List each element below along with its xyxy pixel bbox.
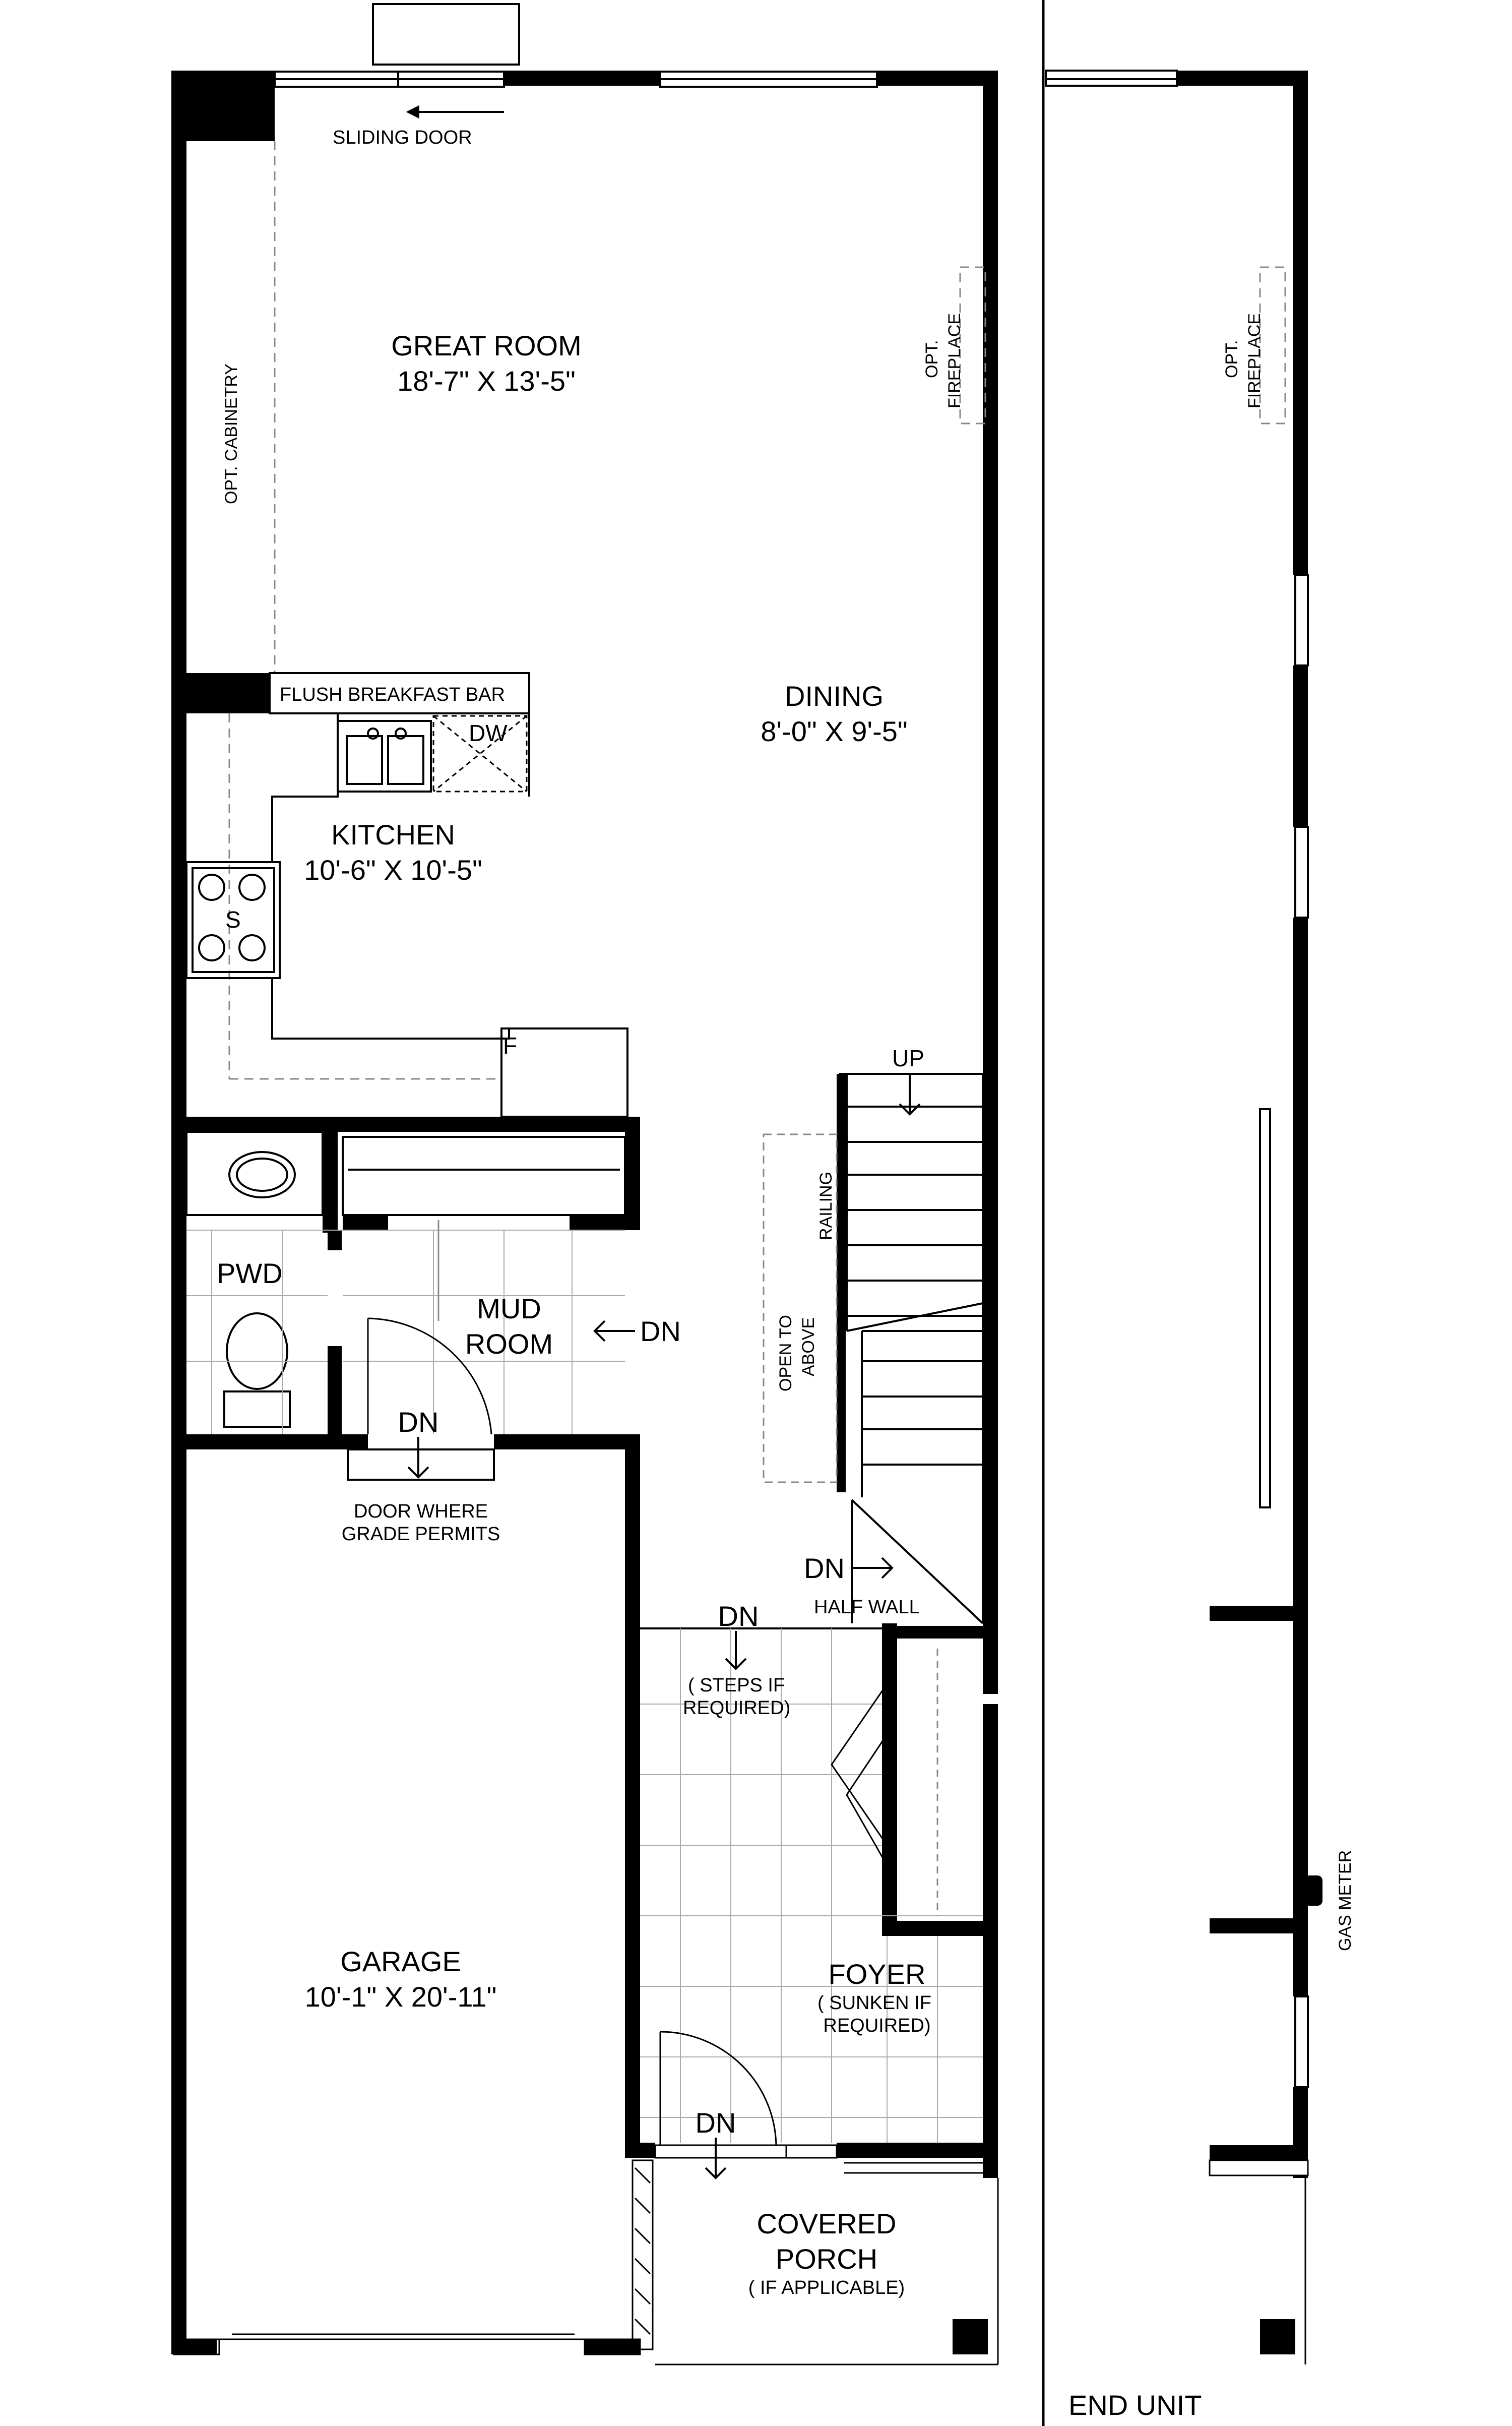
breakfast-bar-label: FLUSH BREAKFAST BAR bbox=[280, 684, 505, 705]
powder-room-fixtures bbox=[185, 1131, 324, 1428]
garage-door-dn-label: DN bbox=[398, 1406, 439, 1438]
stairs-dn-arrow bbox=[852, 1557, 894, 1579]
stair-railing bbox=[837, 1074, 846, 1492]
sunken-line2: REQUIRED) bbox=[823, 2015, 930, 2036]
kitchen-dim: 10'-6" X 10'-5" bbox=[304, 854, 482, 886]
dishwasher-icon bbox=[432, 715, 528, 793]
fridge-label: F bbox=[503, 1033, 517, 1059]
foyer-tiles bbox=[640, 1628, 983, 2143]
mud-room-door bbox=[347, 1448, 495, 1481]
breakfast-bar bbox=[269, 672, 530, 714]
stairs-up-arrow bbox=[899, 1074, 921, 1116]
stairs-dn-label: DN bbox=[804, 1552, 845, 1584]
mud-room-dn-arrow bbox=[593, 1320, 635, 1342]
mud-room-line1: MUD bbox=[477, 1293, 541, 1324]
half-wall-label: HALF WALL bbox=[814, 1597, 920, 1618]
gas-meter-icon bbox=[1304, 1875, 1322, 1906]
kitchen-sink-icon bbox=[337, 720, 432, 793]
garage-label: GARAGE bbox=[340, 1946, 461, 1977]
dw-label: DW bbox=[469, 720, 508, 746]
opt-fireplace-line2: FIREPLACE bbox=[945, 313, 964, 408]
mud-room-dn-label: DN bbox=[640, 1315, 681, 1347]
dining-label: DINING bbox=[785, 680, 884, 712]
garage-dim: 10'-1" X 20'-11" bbox=[305, 1981, 497, 2013]
end-unit-panel bbox=[1042, 0, 1309, 2426]
porch-dn-arrow bbox=[705, 2138, 727, 2179]
pwd-label: PWD bbox=[217, 1257, 283, 1289]
closet-doors bbox=[831, 1649, 938, 1916]
stove-label: S bbox=[225, 906, 241, 933]
fridge-icon bbox=[500, 1027, 628, 1118]
end-unit-opt-fireplace-line1: OPT. bbox=[1222, 340, 1241, 378]
door-where-line1: DOOR WHERE bbox=[354, 1501, 488, 1522]
covered-porch-line2: PORCH bbox=[776, 2243, 877, 2275]
sliding-door-arrow bbox=[406, 105, 504, 119]
end-unit-opt-fireplace-line2: FIREPLACE bbox=[1245, 313, 1264, 408]
foyer-dn-arrow bbox=[725, 1631, 747, 1670]
opt-cabinetry-label: OPT. CABINETRY bbox=[222, 363, 241, 504]
end-unit-label: END UNIT bbox=[1068, 2389, 1202, 2421]
vanity-shelf bbox=[342, 1136, 626, 1216]
gas-meter-label: GAS METER bbox=[1336, 1850, 1355, 1951]
open-to-above-line2: ABOVE bbox=[799, 1317, 818, 1376]
porch-outline bbox=[655, 2178, 999, 2366]
mud-room-line2: ROOM bbox=[465, 1328, 553, 1360]
garage-door-dn-arrow bbox=[407, 1437, 429, 1479]
steps-if-line2: REQUIRED) bbox=[683, 1697, 790, 1719]
wall-hatch bbox=[173, 2159, 988, 2355]
foyer-dn-label: DN bbox=[718, 1600, 759, 1632]
if-applicable-label: ( IF APPLICABLE) bbox=[748, 2277, 905, 2298]
covered-porch-line1: COVERED bbox=[757, 2208, 897, 2239]
foyer-label: FOYER bbox=[829, 1958, 926, 1990]
porch-post bbox=[953, 2319, 988, 2354]
great-room-dim: 18'-7" X 13'-5" bbox=[397, 365, 576, 397]
sunken-line1: ( SUNKEN IF bbox=[817, 1992, 931, 2014]
door-where-line2: GRADE PERMITS bbox=[342, 1524, 500, 1545]
steps-if-line1: ( STEPS IF bbox=[688, 1675, 785, 1696]
opt-fireplace-line1: OPT. bbox=[922, 340, 941, 378]
windows bbox=[274, 3, 878, 88]
stairs-up-label: UP bbox=[892, 1045, 924, 1071]
front-door-swing bbox=[654, 2031, 838, 2159]
open-to-above-line1: OPEN TO bbox=[776, 1315, 795, 1391]
kitchen-label: KITCHEN bbox=[331, 819, 455, 851]
exterior-walls bbox=[171, 71, 998, 2354]
great-room-label: GREAT ROOM bbox=[391, 330, 582, 361]
stove-icon bbox=[185, 861, 281, 979]
garage-door bbox=[217, 2333, 585, 2340]
mud-room-door-swing bbox=[367, 1220, 492, 1435]
mud-room-tiles bbox=[186, 1230, 625, 1434]
railing-label: RAILING bbox=[816, 1172, 836, 1240]
sliding-door-label: SLIDING DOOR bbox=[333, 127, 472, 148]
staircase bbox=[839, 1073, 985, 1624]
porch-dn-label: DN bbox=[696, 2107, 736, 2139]
dining-dim: 8'-0" X 9'-5" bbox=[761, 715, 907, 747]
opt-cabinetry-outline bbox=[228, 141, 499, 1080]
